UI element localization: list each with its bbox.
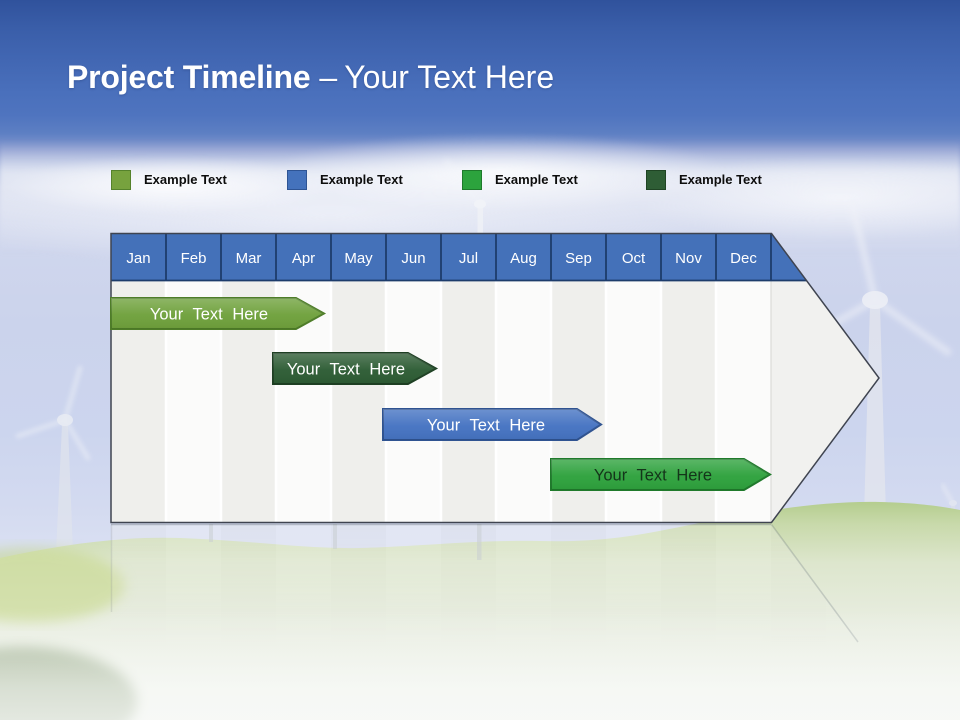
legend-label: Example Text [679, 172, 762, 187]
task-bar-label: Your Text Here [150, 306, 268, 324]
month-label: Oct [622, 250, 646, 267]
slide-title[interactable]: Project Timeline–Your Text Here [67, 57, 554, 97]
grass-highlight [0, 547, 125, 623]
month-label: Dec [730, 250, 757, 267]
timeline-arrow-outline [110, 232, 880, 524]
task-bar-label: Your Text Here [427, 417, 545, 435]
legend-label: Example Text [495, 172, 578, 187]
timeline-header[interactable] [111, 233, 886, 281]
legend-item[interactable]: Example Text [111, 168, 227, 191]
month-label: Aug [510, 250, 537, 267]
task-bar-4[interactable]: Your Text Here [550, 458, 772, 491]
month-label: May [344, 250, 373, 267]
month-label: Mar [236, 250, 262, 267]
legend-item[interactable]: Example Text [287, 168, 403, 191]
month-label: Nov [675, 250, 702, 267]
task-bar-label: Your Text Here [287, 361, 405, 379]
month-label: Jun [401, 250, 425, 267]
legend-label: Example Text [320, 172, 403, 187]
wind-turbine-left [15, 365, 91, 552]
turbine-poles [209, 524, 482, 560]
month-label: Jan [126, 250, 150, 267]
legend-swatch-icon [287, 169, 307, 190]
legend-label: Example Text [144, 172, 227, 187]
title-primary: Project Timeline [67, 59, 311, 95]
task-bar-2[interactable]: Your Text Here [272, 352, 439, 385]
month-label: Apr [292, 250, 315, 267]
task-bar-1[interactable]: Your Text Here [110, 297, 327, 330]
task-bar-label: Your Text Here [594, 467, 712, 485]
month-label: Feb [181, 250, 207, 267]
reflection-lines [110, 523, 859, 643]
month-label: Sep [565, 250, 592, 267]
legend-swatch-icon [462, 169, 482, 190]
legend-item[interactable]: Example Text [646, 168, 762, 191]
task-bar-3[interactable]: Your Text Here [382, 408, 603, 441]
legend-item[interactable]: Example Text [462, 168, 578, 191]
title-separator: – [319, 59, 338, 95]
header-separators [111, 233, 830, 282]
title-secondary: Your Text Here [344, 59, 555, 95]
month-label: Jul [459, 250, 478, 267]
legend-swatch-icon [111, 169, 131, 190]
legend-swatch-icon [646, 169, 666, 190]
